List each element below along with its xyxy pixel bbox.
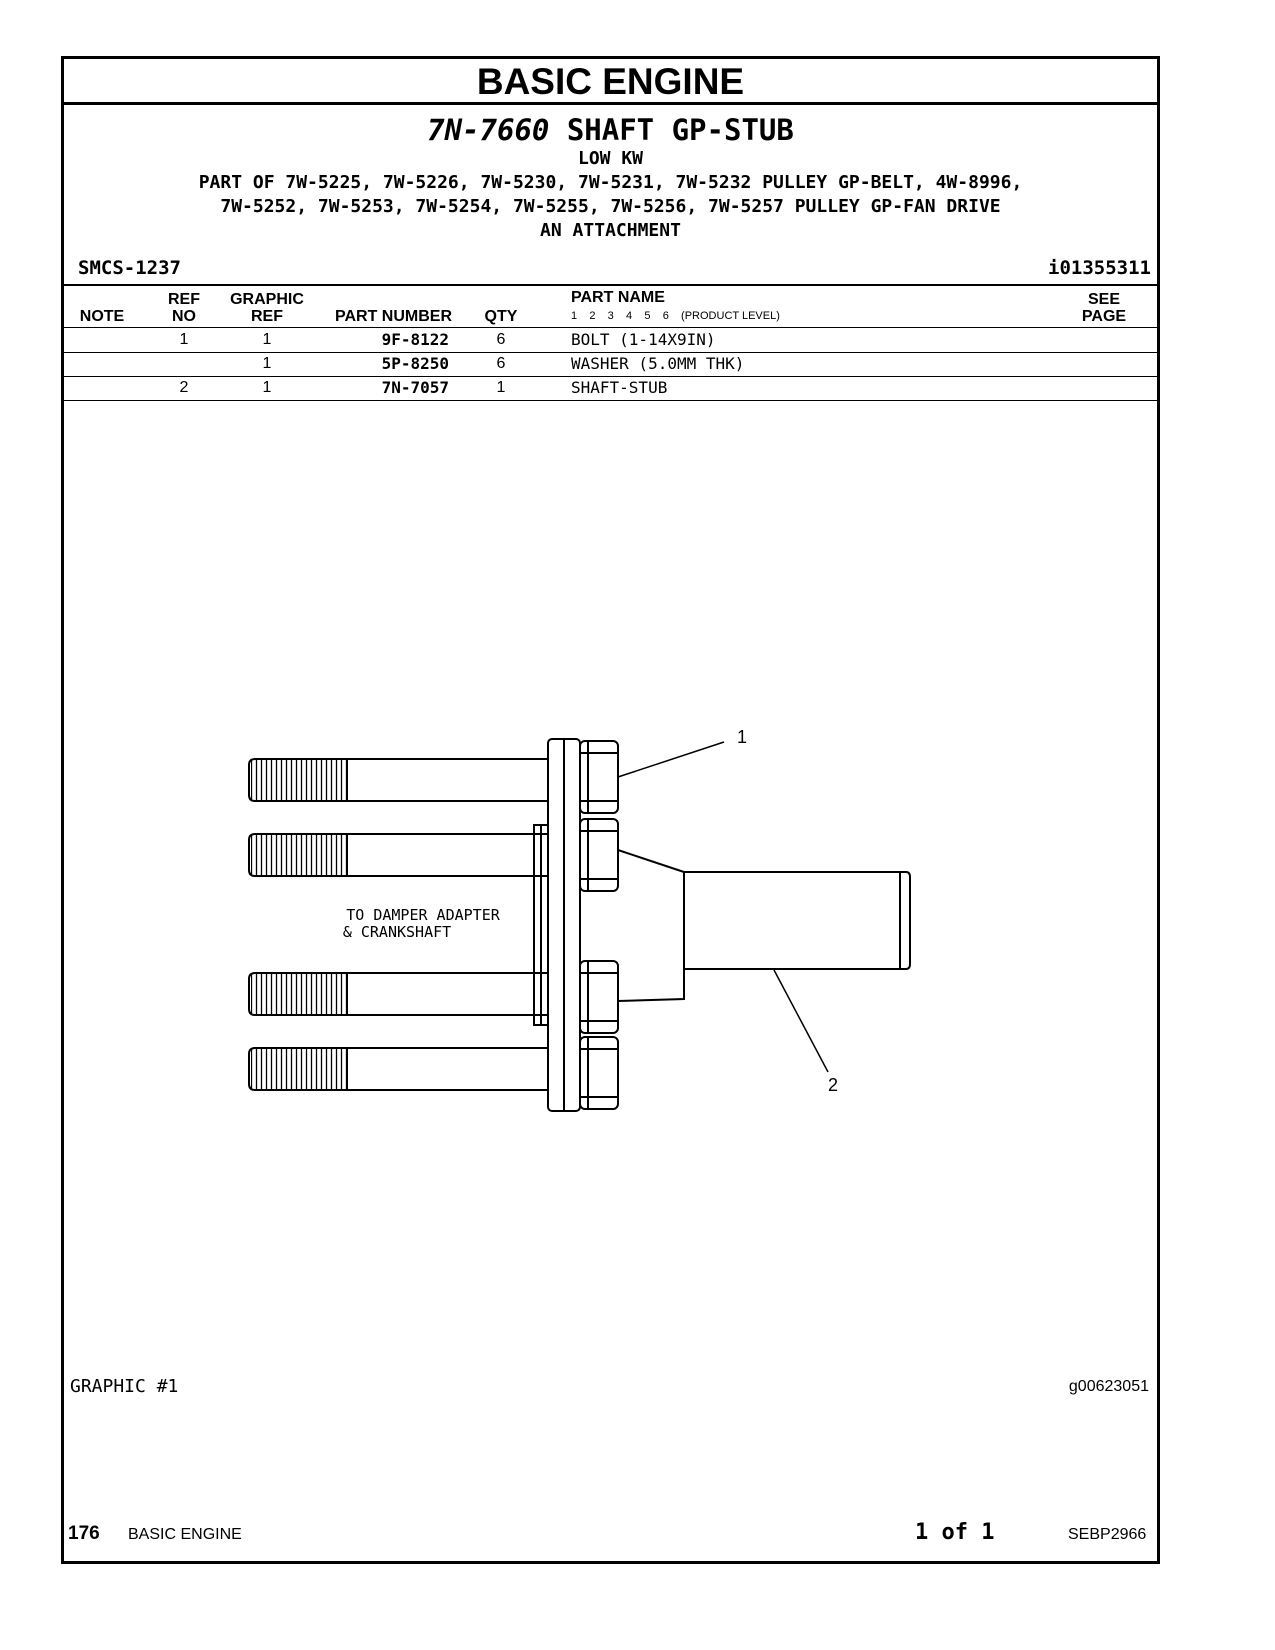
row-part-number: 7N-7057: [381, 378, 449, 397]
table-row: 1 5P-8250 6 WASHER (5.0MM THK): [64, 353, 1157, 377]
washer: [533, 824, 549, 1026]
stud-bolt: [248, 972, 548, 1016]
row-qty: 1: [496, 379, 506, 396]
col-product-levels: 1 2 3 4 5 6 (PRODUCT LEVEL): [571, 310, 780, 322]
bolt-head: [579, 960, 619, 1034]
bolt-head: [579, 1036, 619, 1110]
footer-section: BASIC ENGINE: [128, 1526, 242, 1543]
group-heading: 7N-7660 SHAFT GP-STUB LOW KW PART OF 7W-…: [64, 113, 1157, 243]
group-title: 7N-7660 SHAFT GP-STUB: [64, 113, 1157, 147]
bolt-head: [579, 818, 619, 892]
row-part-name: BOLT (1-14X9IN): [571, 330, 716, 349]
footer-page-count: 1 of 1: [915, 1520, 995, 1545]
shaft-stub: [684, 871, 911, 970]
table-row: 1 1 9F-8122 6 BOLT (1-14X9IN): [64, 329, 1157, 353]
group-part-number: 7N-7660: [427, 113, 550, 147]
bolt-head: [579, 740, 619, 814]
stud-bolt: [248, 758, 548, 802]
callout-2: 2: [828, 1075, 838, 1095]
footer-page-number: 176: [68, 1523, 100, 1544]
col-graphic-ref-line-1: GRAPHIC: [230, 291, 304, 308]
col-see-page-line-1: SEE: [1087, 291, 1120, 308]
group-part-name: SHAFT GP-STUB: [566, 113, 794, 147]
row-part-name: WASHER (5.0MM THK): [571, 354, 745, 373]
col-ref-no-line-1: REF: [168, 291, 200, 308]
row-part-number: 9F-8122: [381, 330, 449, 349]
col-see-page-line-2: PAGE: [1081, 308, 1127, 325]
col-qty: QTY: [484, 308, 518, 325]
table-row: 2 1 7N-7057 1 SHAFT-STUB: [64, 377, 1157, 401]
section-title: BASIC ENGINE: [64, 59, 1157, 105]
callout-1: 1: [737, 727, 747, 747]
page-frame: BASIC ENGINE 7N-7660 SHAFT GP-STUB LOW K…: [61, 56, 1160, 1564]
heading-line-4: AN ATTACHMENT: [540, 220, 681, 241]
parts-drawing: 1 2 TO DAMPER ADAPTER & CRANKSHAFT: [248, 727, 911, 1112]
smcs-code: SMCS-1237: [78, 257, 181, 279]
col-graphic-ref-line-2: REF: [251, 308, 283, 325]
row-graphic-ref: 1: [262, 379, 272, 396]
heading-line-1: LOW KW: [577, 148, 644, 169]
row-graphic-ref: 1: [262, 355, 272, 372]
callout-leader-1: [617, 741, 725, 778]
col-part-number: PART NUMBER: [334, 308, 453, 325]
col-part-name: PART NAME: [571, 289, 665, 306]
heading-line-2: PART OF 7W-5225, 7W-5226, 7W-5230, 7W-52…: [198, 172, 1023, 193]
row-qty: 6: [496, 355, 506, 372]
row-part-name: SHAFT-STUB: [571, 378, 668, 397]
table-top-rule: [64, 284, 1157, 286]
heading-line-3: 7W-5252, 7W-5253, 7W-5254, 7W-5255, 7W-5…: [220, 196, 1001, 217]
graphic-label: GRAPHIC #1: [70, 1376, 179, 1397]
annotation-line-2: & CRANKSHAFT: [343, 923, 451, 941]
col-note: NOTE: [79, 308, 125, 325]
row-ref-no: 2: [179, 379, 189, 396]
stud-bolt: [248, 833, 548, 877]
footer-doc-number: SEBP2966: [1068, 1526, 1147, 1543]
row-ref-no: 1: [179, 331, 189, 348]
row-qty: 6: [496, 331, 506, 348]
header-rule: [64, 327, 1157, 328]
stud-bolt: [248, 1047, 548, 1091]
illustration-id: i01355311: [1048, 257, 1151, 279]
row-part-number: 5P-8250: [381, 354, 449, 373]
callout-leader-2: [773, 969, 829, 1073]
annotation-line-1: TO DAMPER ADAPTER: [346, 906, 500, 924]
graphic-id: g00623051: [1068, 1378, 1149, 1395]
shaft-taper: [617, 849, 685, 1002]
row-graphic-ref: 1: [262, 331, 272, 348]
col-ref-no-line-2: NO: [172, 308, 196, 325]
